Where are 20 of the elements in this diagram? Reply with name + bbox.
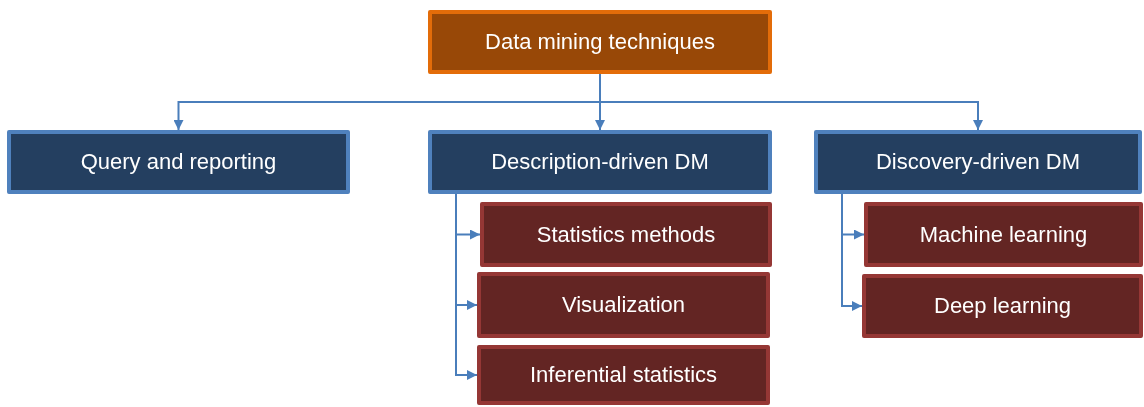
node-label: Discovery-driven DM [875, 149, 1081, 175]
node-label: Visualization [561, 292, 686, 318]
method-box [477, 272, 770, 338]
category-box [814, 130, 1142, 194]
node-label: Description-driven DM [491, 149, 709, 175]
method-box [864, 202, 1143, 267]
connector-arrow [841, 193, 863, 311]
category-box [428, 130, 772, 194]
node-label: Machine learning [919, 221, 1088, 248]
node-label: Statistics methods [536, 221, 716, 248]
node-label: Inferential statistics [529, 362, 718, 388]
method-box [477, 345, 770, 405]
connector-arrow [455, 193, 478, 380]
node-label: Query and reporting [80, 149, 277, 175]
category-box [7, 130, 350, 194]
method-box [862, 274, 1143, 338]
node-label: Data mining techniques [485, 29, 715, 55]
root-box [428, 10, 772, 74]
node-label: Deep learning [934, 293, 1071, 319]
method-box [480, 202, 772, 267]
